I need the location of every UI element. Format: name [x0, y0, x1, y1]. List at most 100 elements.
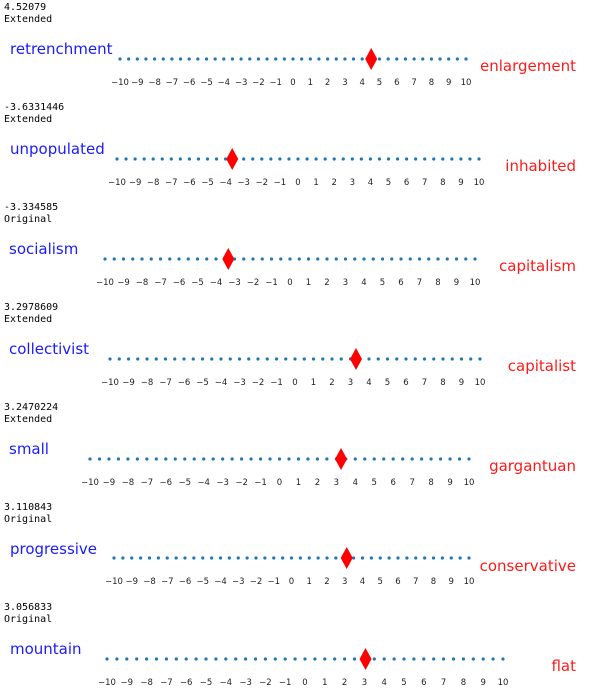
tick-label: −5: [178, 478, 191, 488]
scale-dot: [408, 257, 412, 261]
tick-label: 1: [307, 577, 312, 587]
right-word: inhabited: [505, 157, 576, 175]
scale-dot: [477, 157, 481, 161]
scale-dot: [236, 556, 240, 560]
tick-label: −4: [219, 178, 232, 188]
scale-dot: [115, 157, 119, 161]
tick-label: −3: [239, 678, 252, 688]
scale-dot: [306, 257, 311, 261]
tick-label: −1: [270, 378, 283, 388]
scale-dot: [140, 257, 144, 261]
scale-dot: [177, 257, 181, 261]
tick-label: −3: [216, 478, 229, 488]
scale-dot: [116, 457, 121, 461]
scale-dot: [352, 657, 357, 661]
tick-label: −6: [180, 678, 193, 688]
tick-label: 5: [401, 678, 406, 688]
scale-dot: [471, 657, 475, 661]
scale-dot: [127, 57, 131, 61]
scale-dot: [429, 57, 433, 61]
scale-dot: [196, 157, 201, 161]
scale-dot: [432, 657, 436, 661]
scale-dot: [314, 157, 318, 161]
tick-label: −3: [233, 378, 246, 388]
scale-panel: 3.056833 Original mountain flat −10−9−8−…: [0, 600, 600, 700]
scale-dot: [458, 556, 462, 560]
tick-label: −2: [235, 478, 248, 488]
scale-dot: [263, 556, 267, 560]
tick-label: −5: [196, 378, 209, 388]
tick-label: 10: [464, 478, 475, 488]
tick-label: 2: [342, 678, 347, 688]
value-marker: [359, 648, 372, 670]
scale-dot: [440, 556, 444, 560]
scale-dot: [353, 457, 357, 461]
tick-label: 4: [381, 678, 386, 688]
scale-dot: [441, 357, 445, 361]
left-word: mountain: [10, 640, 82, 658]
tick-label: −4: [220, 678, 233, 688]
scale-dot: [325, 457, 329, 461]
scale-dot: [467, 457, 471, 461]
tick-label: −8: [148, 78, 161, 88]
tick-label: −8: [143, 577, 156, 587]
tick-label: −2: [252, 378, 265, 388]
scale-dot: [316, 556, 320, 560]
tick-label: 9: [454, 278, 459, 288]
tick-label: 2: [325, 78, 330, 88]
tick-label: 4: [368, 178, 373, 188]
scale-dot: [112, 257, 116, 261]
tick-label: 7: [411, 78, 416, 88]
scale-dot: [222, 57, 226, 61]
scale-dot: [156, 556, 160, 560]
value-marker: [226, 148, 239, 170]
scale-dot: [438, 457, 443, 461]
tick-label: −10: [111, 78, 129, 88]
scale-dot: [382, 457, 386, 461]
scale-dot: [115, 657, 119, 661]
scale-dot: [334, 57, 338, 61]
tick-label: 2: [331, 178, 336, 188]
scale-dot: [187, 57, 191, 61]
scale-dot: [205, 157, 210, 161]
tick-label: 5: [377, 78, 382, 88]
scale-dot: [145, 657, 149, 661]
scale-dot: [326, 57, 330, 61]
tick-label: −9: [131, 78, 144, 88]
scale-dot: [448, 457, 452, 461]
scale-dot: [377, 57, 382, 61]
scale-dot: [121, 257, 126, 261]
tick-label: −7: [160, 678, 173, 688]
scale-dot: [399, 257, 403, 261]
scale-dot: [158, 257, 163, 261]
scale-dot: [160, 157, 164, 161]
scale-dot: [422, 657, 426, 661]
tick-label: −10: [81, 478, 99, 488]
scale-dot: [333, 657, 337, 661]
scale-dot: [291, 57, 295, 61]
tick-label: 6: [398, 278, 403, 288]
tick-label: 8: [461, 678, 466, 688]
tick-label: 5: [372, 478, 377, 488]
scale-dot: [377, 157, 382, 161]
scale-dot: [296, 457, 301, 461]
tick-label: 9: [458, 178, 463, 188]
scale-dot: [154, 357, 158, 361]
scale-dot: [187, 157, 191, 161]
scale-dot: [332, 157, 336, 161]
tick-label: 1: [296, 478, 301, 488]
left-word: progressive: [10, 540, 98, 558]
scale-dot: [376, 357, 380, 361]
source-label: Original: [4, 514, 53, 525]
value-marker: [222, 248, 235, 270]
tick-label: 3: [342, 78, 347, 88]
scale-dot: [195, 257, 200, 261]
scale-dot: [413, 357, 417, 361]
tick-label: −2: [256, 178, 269, 188]
left-word: retrenchment: [10, 40, 113, 58]
tick-label: −10: [108, 178, 126, 188]
tick-label: 0: [290, 78, 295, 88]
scale-dot: [334, 257, 338, 261]
